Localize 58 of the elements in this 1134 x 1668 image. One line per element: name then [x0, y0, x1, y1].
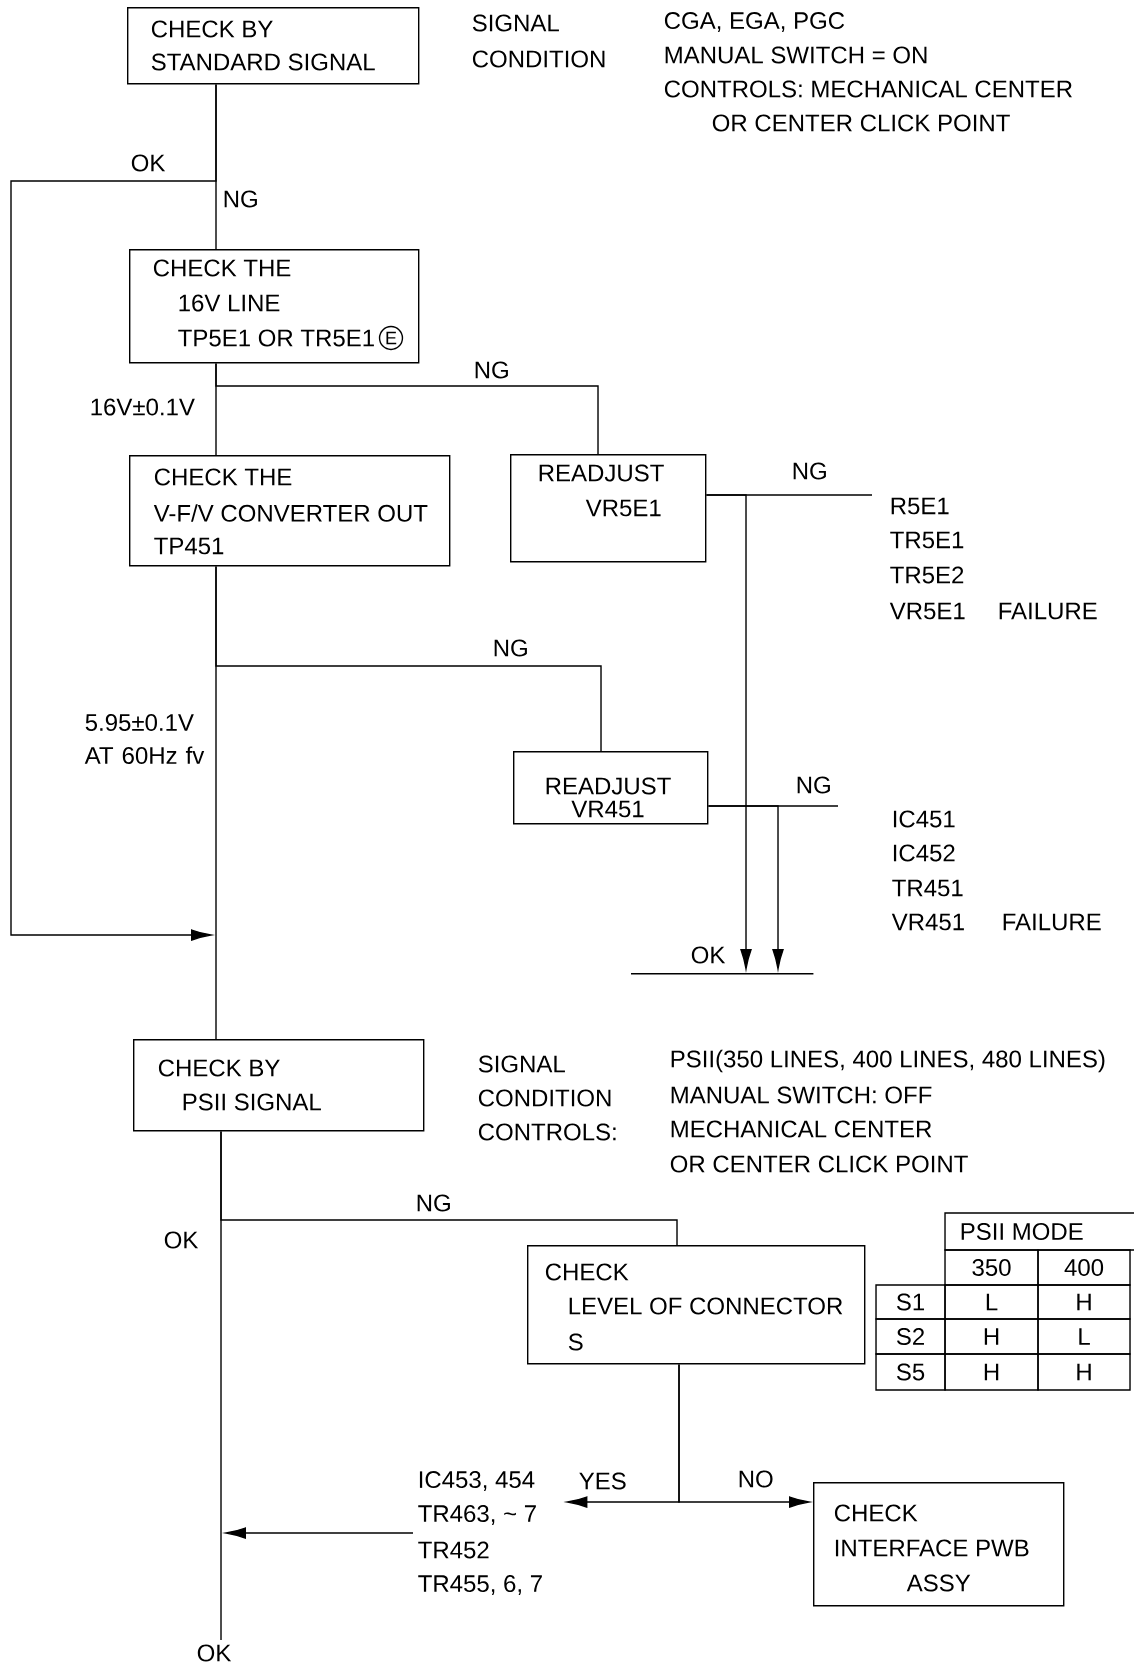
table-cell: H [1037, 1353, 1131, 1391]
condition-text: CONDITION [478, 1089, 611, 1107]
part-list: IC451 IC452 TR451 VR451 FAILURE [891, 810, 1101, 931]
process-box: READJUST VR5E1 [510, 454, 707, 563]
connector-line [225, 1527, 414, 1539]
table-cell: 400 [1037, 1249, 1131, 1286]
condition-text: MANUAL SWITCH: OFF [671, 1086, 932, 1104]
connector-line [215, 362, 599, 455]
edge-label: YES [579, 1472, 626, 1490]
connector-line [215, 565, 602, 752]
end-text: OK [197, 1644, 232, 1662]
connector-line [678, 1363, 810, 1508]
condition-text: CGA, EGA, PGC [664, 12, 845, 32]
edge-label: OK [164, 1231, 199, 1249]
condition-text: CONTROLS: MECHANICAL CENTER [664, 80, 1072, 98]
condition-text: MANUAL SWITCH = ON [665, 46, 927, 64]
table-cell: S1 [875, 1284, 946, 1320]
connector-line [705, 494, 752, 970]
table-cell: H [944, 1353, 1039, 1391]
condition-text: CONTROLS: [478, 1123, 616, 1141]
table-cell: H [1037, 1284, 1131, 1320]
edge-label: OK [131, 154, 166, 172]
edge-label: NG [224, 190, 257, 208]
process-box: CHECK LEVEL OF CONNECTOR S [527, 1245, 866, 1365]
connector-line [220, 1130, 222, 1641]
table-cell: 350 [944, 1249, 1039, 1286]
process-box: CHECK INTERFACE PWB ASSY [813, 1482, 1065, 1607]
process-box: CHECK THE V-F/V CONVERTER OUT TP451 [129, 455, 451, 567]
condition-text: OR CENTER CLICK POINT [712, 114, 1010, 132]
connector-line [10, 83, 217, 941]
condition-text: CONDITION [472, 50, 605, 68]
edge-label: NG [417, 1194, 450, 1212]
table-cell: H [944, 1318, 1039, 1355]
process-box: READJUST VR451 [513, 751, 709, 825]
table-cell: L [1037, 1318, 1131, 1355]
part-list: R5E1 TR5E1 TR5E2 VR5E1 FAILURE [889, 497, 1097, 620]
process-box: CHECK BY STANDARD SIGNAL [127, 7, 420, 85]
connector-line [707, 805, 784, 970]
edge-label: NG [797, 776, 830, 794]
condition-text: SIGNAL [478, 1055, 565, 1073]
condition-text: OR CENTER CLICK POINT [670, 1155, 968, 1173]
edge-label: NO [739, 1470, 773, 1488]
edge-label: NG [475, 361, 508, 379]
table-cell: S2 [875, 1318, 946, 1355]
process-box: CHECK BY PSII SIGNAL [133, 1039, 425, 1132]
edge-label: NG [793, 462, 826, 480]
circled-letter: E [378, 325, 404, 351]
condition-text: MECHANICAL CENTER [671, 1120, 932, 1138]
condition-text: OK [691, 946, 726, 964]
table-cell: L [944, 1284, 1039, 1320]
table-cell: PSII MODE [944, 1212, 1134, 1251]
edge-label: 5.95±0.1V AT 60Hz fv [84, 714, 205, 764]
edge-label: 16V±0.1V [91, 398, 195, 416]
table-cell: S5 [875, 1353, 946, 1391]
condition-text: SIGNAL [472, 14, 559, 32]
condition-text: PSII(350 LINES, 400 LINES, 480 LINES) [671, 1049, 1105, 1073]
part-list: IC453, 454 TR463, ~ 7 TR452 TR455, 6, 7 [418, 1471, 542, 1595]
edge-label: NG [494, 639, 527, 657]
